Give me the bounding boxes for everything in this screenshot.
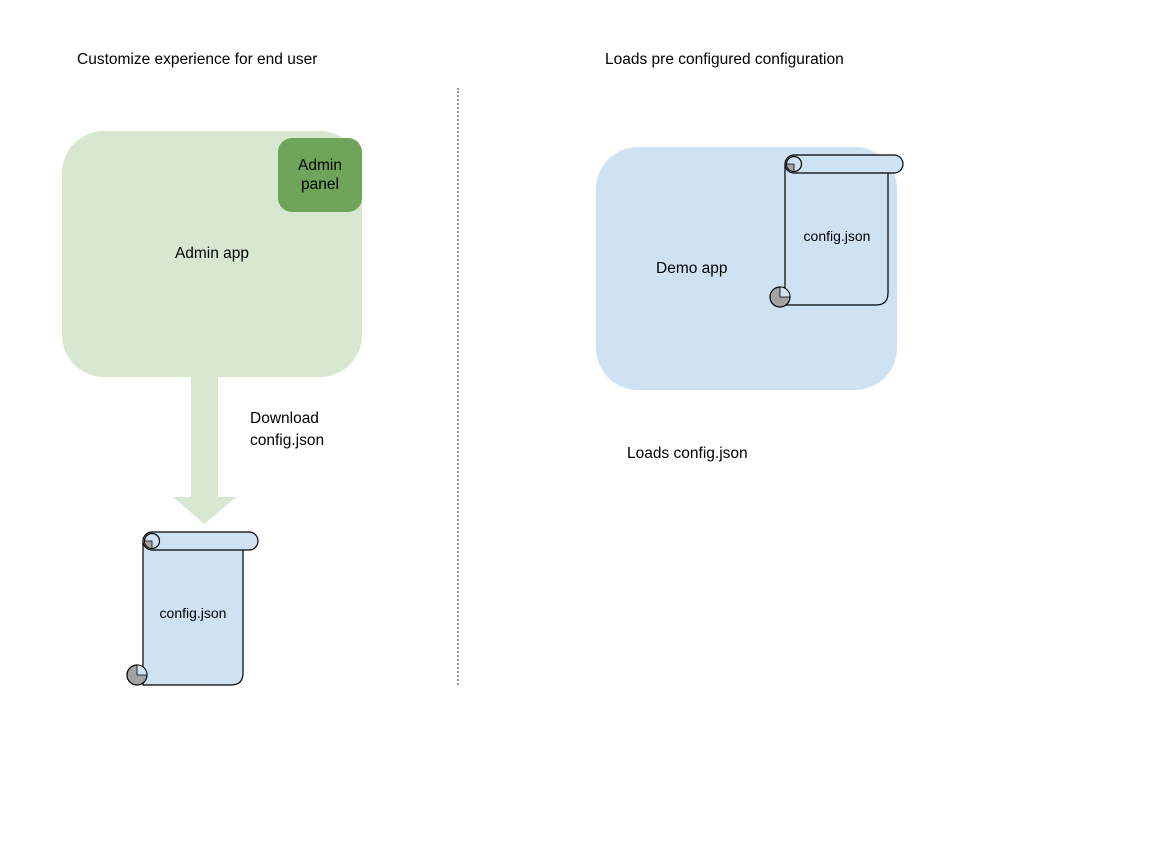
config-json-scroll-icon: config.json <box>126 531 259 686</box>
left-section-title: Customize experience for end user <box>77 51 318 68</box>
admin-panel-box: Admin panel <box>278 138 362 212</box>
download-arrow-label: Download config.json <box>250 410 325 449</box>
right-section-title: Loads pre configured configuration <box>605 51 844 68</box>
right-config-file-label: config.json <box>804 228 871 244</box>
admin-app-box: Admin app Admin panel <box>62 131 362 377</box>
config-json-scroll-icon: config.json <box>769 154 904 308</box>
admin-panel-label: Admin panel <box>298 157 342 193</box>
section-divider <box>457 88 459 685</box>
loads-config-caption: Loads config.json <box>627 445 748 462</box>
download-arrow-icon <box>173 377 236 524</box>
admin-app-label: Admin app <box>174 245 250 262</box>
left-config-file-label: config.json <box>160 605 227 621</box>
demo-app-label: Demo app <box>656 260 728 277</box>
